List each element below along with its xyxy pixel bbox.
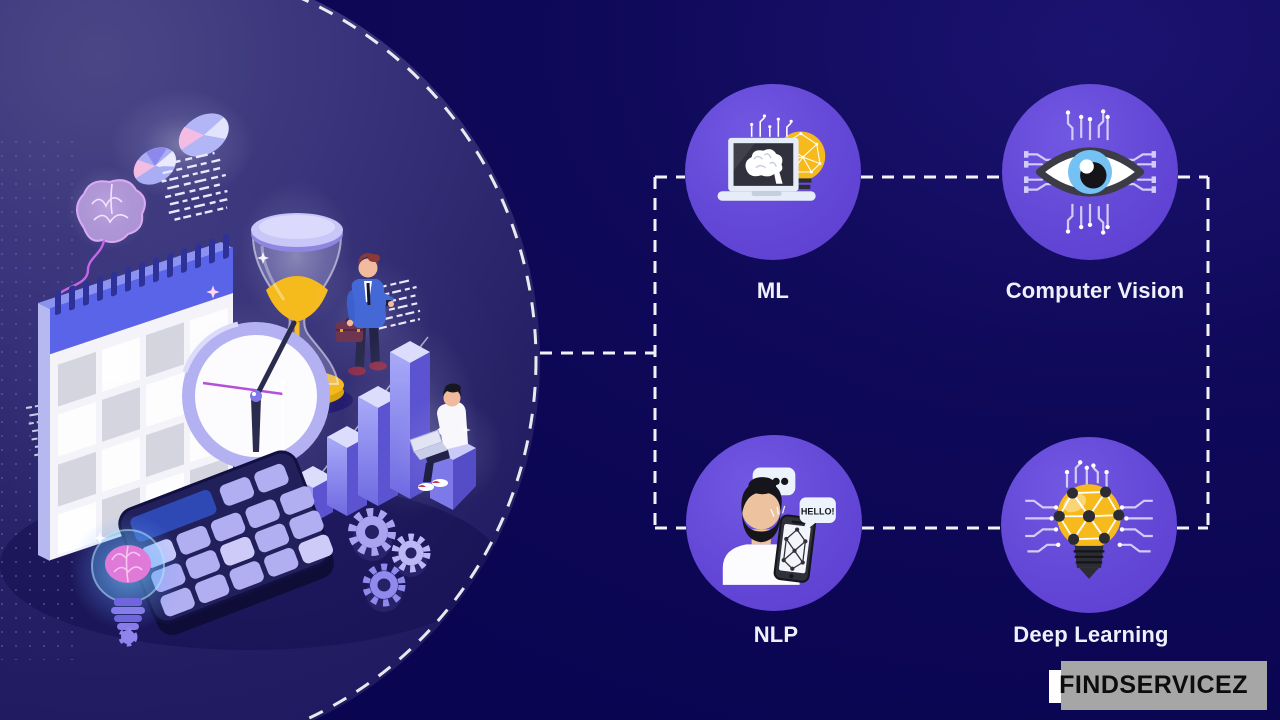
circuit-eye-icon (1024, 109, 1156, 235)
label-computer-vision: Computer Vision (1005, 278, 1185, 303)
brain-icon (39, 166, 150, 345)
gears-icon (348, 508, 431, 612)
watermark-text: FINDSERVICEZ (1059, 670, 1248, 699)
hello-bubble-text: HELLO! (801, 506, 835, 516)
pie-charts-icon (110, 90, 254, 200)
sparkle-icon (461, 425, 471, 435)
watermark: FINDSERVICEZ (1049, 660, 1267, 710)
label-deep-learning: Deep Learning (1013, 622, 1169, 647)
neural-network-lightbulb-icon (1025, 460, 1153, 579)
ai-illustration (0, 90, 530, 660)
person-laptop-icon (393, 383, 503, 510)
node-nlp: HELLO! (686, 435, 862, 611)
calendar-icon (38, 233, 233, 561)
laptop-brain-lightbulb-icon (717, 114, 826, 201)
node-computer-vision (1002, 84, 1178, 260)
node-ml (685, 84, 861, 260)
dashed-circle-border (301, 0, 538, 720)
connector-lines (540, 175, 1210, 530)
label-nlp: NLP (753, 622, 799, 647)
person-chatbot-icon: HELLO! (722, 467, 836, 585)
node-deep-learning (1001, 437, 1177, 613)
label-ml: ML (756, 278, 790, 303)
idea-bulb-icon (70, 514, 186, 647)
clock-icon (162, 300, 338, 476)
